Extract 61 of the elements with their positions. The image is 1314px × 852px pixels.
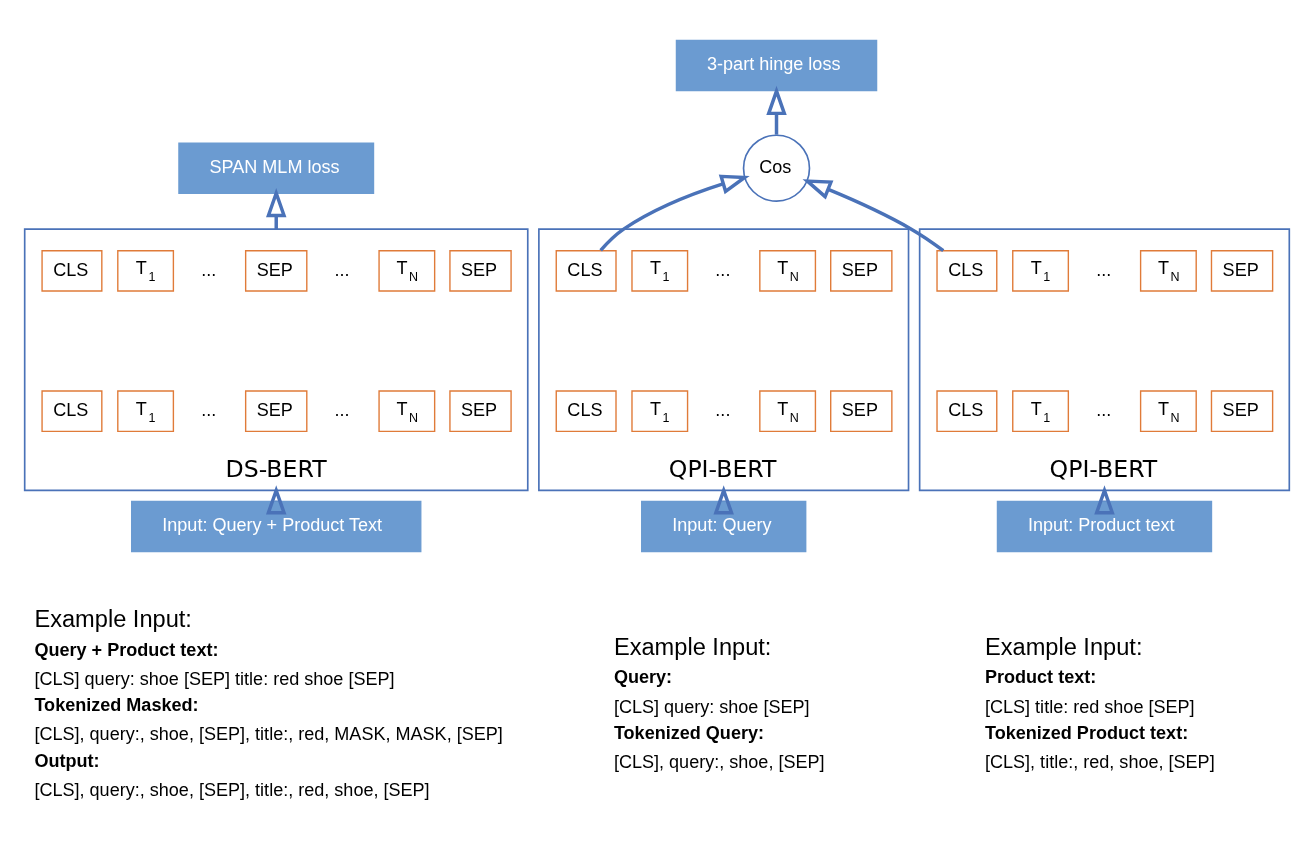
label: Output:: [34, 750, 100, 771]
arrow: [266, 188, 287, 230]
node-box: T$_{1}$: [1012, 250, 1070, 292]
node-box: SEP: [449, 390, 512, 433]
node-box: SEP: [1210, 390, 1274, 433]
node-text: ...: [334, 399, 350, 420]
node-box: 3-part hinge loss: [675, 39, 878, 92]
label: [CLS] query: shoe [SEP]: [613, 696, 810, 717]
label: Example Input:: [613, 633, 772, 660]
arrow: [599, 174, 750, 252]
node-box: SEP: [449, 250, 512, 292]
node-box: CLS: [41, 390, 103, 433]
label: [CLS], query:, shoe, [SEP], title:, red, MASK, MASK, [SEP]: [34, 724, 503, 745]
label: [CLS], query:, shoe, [SEP]: [613, 752, 825, 773]
node-box: SEP: [830, 390, 893, 433]
node-box: CLS: [555, 390, 617, 433]
node-box: SEP: [244, 390, 308, 433]
node-box: T$_{N}$: [378, 250, 436, 292]
label: Example Input:: [984, 633, 1143, 660]
node-box: CLS: [936, 390, 998, 433]
node-text: ...: [201, 259, 217, 280]
node-text: ...: [715, 259, 731, 280]
node-box: T$_{N}$: [1139, 390, 1197, 433]
arrow: [802, 179, 945, 253]
node-box: SEP: [830, 250, 893, 292]
node-box: T$_{N}$: [759, 390, 817, 433]
label: [CLS] query: shoe [SEP] title: red shoe [SEP]: [34, 668, 395, 689]
label: Tokenized Masked:: [34, 695, 199, 716]
arrow: [766, 85, 787, 135]
label: Example Input:: [34, 605, 192, 632]
label: Product text:: [984, 667, 1097, 688]
label: [CLS], query:, shoe, [SEP], title:, red, shoe, [SEP]: [34, 780, 430, 801]
node-box: T$_{1}$: [117, 390, 175, 433]
node-box: T$_{1}$: [631, 390, 689, 433]
node-text: ...: [334, 259, 350, 280]
node-box: SEP: [1210, 250, 1274, 292]
label: Query + Product text:: [34, 639, 219, 660]
label: [CLS], title:, red, shoe, [SEP]: [984, 752, 1215, 773]
node-box: CLS: [555, 250, 617, 292]
arrow: [1094, 485, 1115, 515]
node-text: ...: [1096, 259, 1112, 280]
node-box: T$_{1}$: [1012, 390, 1070, 433]
node-box: CLS: [41, 250, 103, 292]
node-box: T$_{1}$: [631, 250, 689, 292]
label: Tokenized Product text:: [984, 723, 1189, 744]
node-box: T$_{N}$: [1139, 250, 1197, 292]
node-box: T$_{N}$: [759, 250, 817, 292]
node-box: SEP: [244, 250, 308, 292]
node-text: ...: [201, 399, 217, 420]
arrow: [713, 485, 734, 515]
node-circle: Cos: [742, 134, 811, 202]
label: Tokenized Query:: [613, 723, 765, 744]
label: [CLS] title: red shoe [SEP]: [984, 696, 1195, 717]
node-box: T$_{N}$: [378, 390, 436, 433]
node-text: ...: [1096, 399, 1112, 420]
node-box: T$_{1}$: [117, 250, 175, 292]
arrow: [266, 485, 287, 515]
node-box: CLS: [936, 250, 998, 292]
node-text: ...: [715, 399, 731, 420]
node-box: SPAN MLM loss: [178, 142, 375, 194]
label: Query:: [613, 667, 673, 688]
